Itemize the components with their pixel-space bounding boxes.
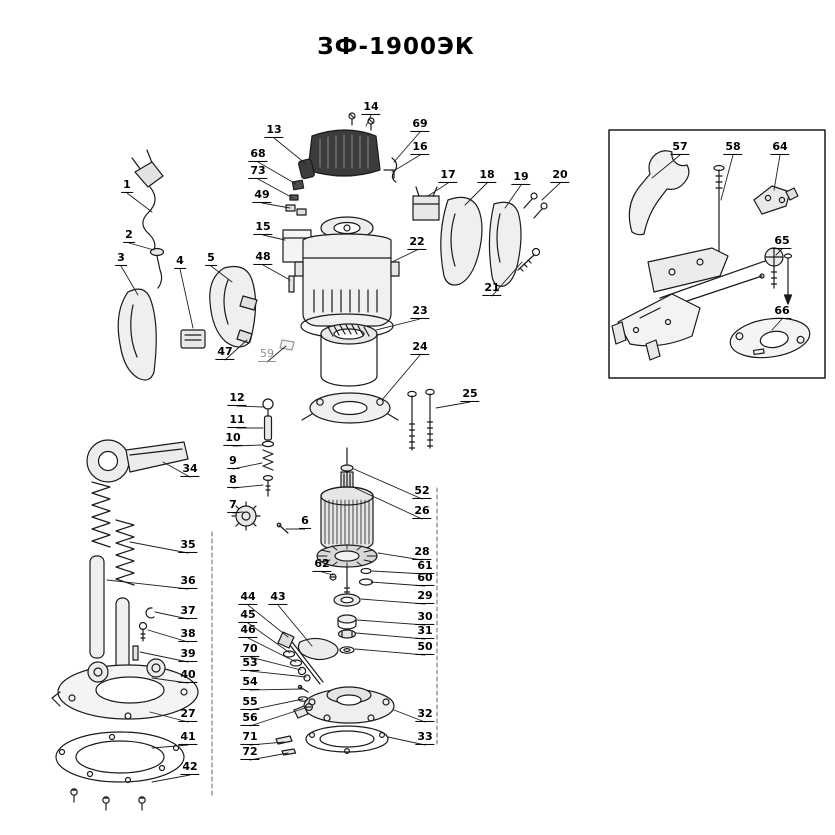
guide-bracket [753,185,799,215]
shim-plate [279,339,295,351]
leader-lines [106,114,783,783]
plunge-springs [91,481,135,586]
power-cord-assembly [131,149,165,289]
lead-wire [383,157,398,183]
handle-screws [517,192,548,272]
fan [316,544,378,596]
stator [320,323,378,387]
accessories-inset [608,129,826,379]
right-handle-halves [440,196,522,287]
handle-bracket [236,329,253,344]
sub-base-ring [305,725,389,754]
switch-block [180,329,206,349]
base-screws [70,788,146,811]
guide-columns [89,555,130,685]
capacitor [412,186,440,221]
motor-cap [307,112,381,177]
motor-housing [294,216,400,339]
base-spindle-unit [293,686,395,724]
housing-screws [407,388,435,451]
diagram-title: ЗФ-1900ЭК [317,34,475,60]
knob-spout-assembly [86,439,189,483]
edge-guide [611,164,771,361]
base-gasket [55,731,185,784]
bearing-bracket [301,392,399,424]
base-casting [51,658,199,720]
brush-holders [285,179,307,216]
armature [320,447,374,561]
template-plate [729,317,811,359]
small-fasteners-left [132,607,155,661]
wrench [628,150,690,236]
reference-dashes [211,487,438,797]
depth-stop-parts [231,398,289,534]
spindle-washers [329,567,374,654]
brush-cap [298,158,315,180]
left-grip [117,288,157,381]
